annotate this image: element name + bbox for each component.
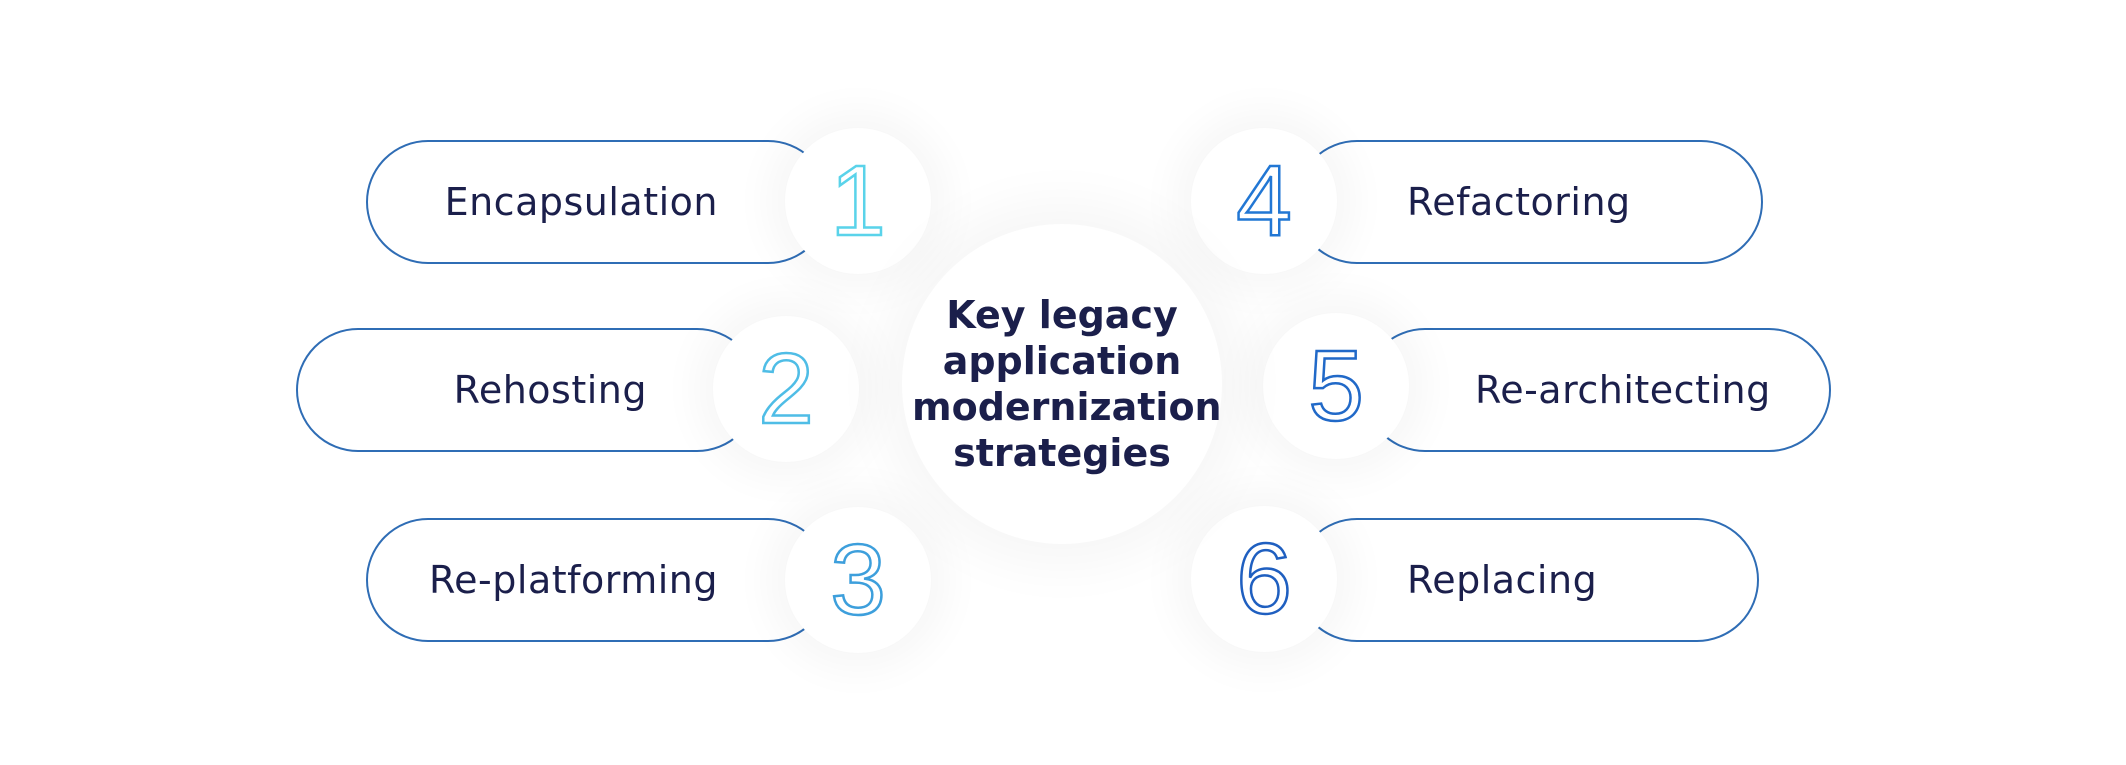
strategy-label: Re-platforming [428, 558, 718, 602]
number: 4 [1235, 143, 1293, 258]
number-badge-5: 5 [1263, 313, 1409, 459]
number: 5 [1307, 328, 1365, 443]
number-badge-3: 3 [785, 507, 931, 653]
strategy-pill-replacing: Replacing [1295, 518, 1759, 642]
number-badge-4: 4 [1191, 128, 1337, 274]
strategy-label: Refactoring [1407, 180, 1631, 224]
number: 2 [757, 331, 815, 446]
number-badge-2: 2 [713, 316, 859, 462]
strategy-label: Re-architecting [1475, 368, 1771, 412]
strategy-pill-refactoring: Refactoring [1295, 140, 1763, 264]
number: 1 [829, 143, 887, 258]
number-badge-6: 6 [1191, 506, 1337, 652]
number-badge-1: 1 [785, 128, 931, 274]
diagram-title: Key legacy application modernization str… [912, 293, 1222, 475]
strategy-label: Replacing [1407, 558, 1598, 602]
strategy-label: Rehosting [453, 368, 647, 412]
number: 3 [829, 522, 887, 637]
strategy-pill-encapsulation: Encapsulation [366, 140, 830, 264]
strategy-pill-rearchitecting: Re-architecting [1363, 328, 1831, 452]
center-circle: Key legacy application modernization str… [902, 224, 1222, 544]
strategy-pill-replatforming: Re-platforming [366, 518, 830, 642]
strategy-pill-rehosting: Rehosting [296, 328, 759, 452]
number: 6 [1235, 521, 1293, 636]
strategy-label: Encapsulation [444, 180, 718, 224]
